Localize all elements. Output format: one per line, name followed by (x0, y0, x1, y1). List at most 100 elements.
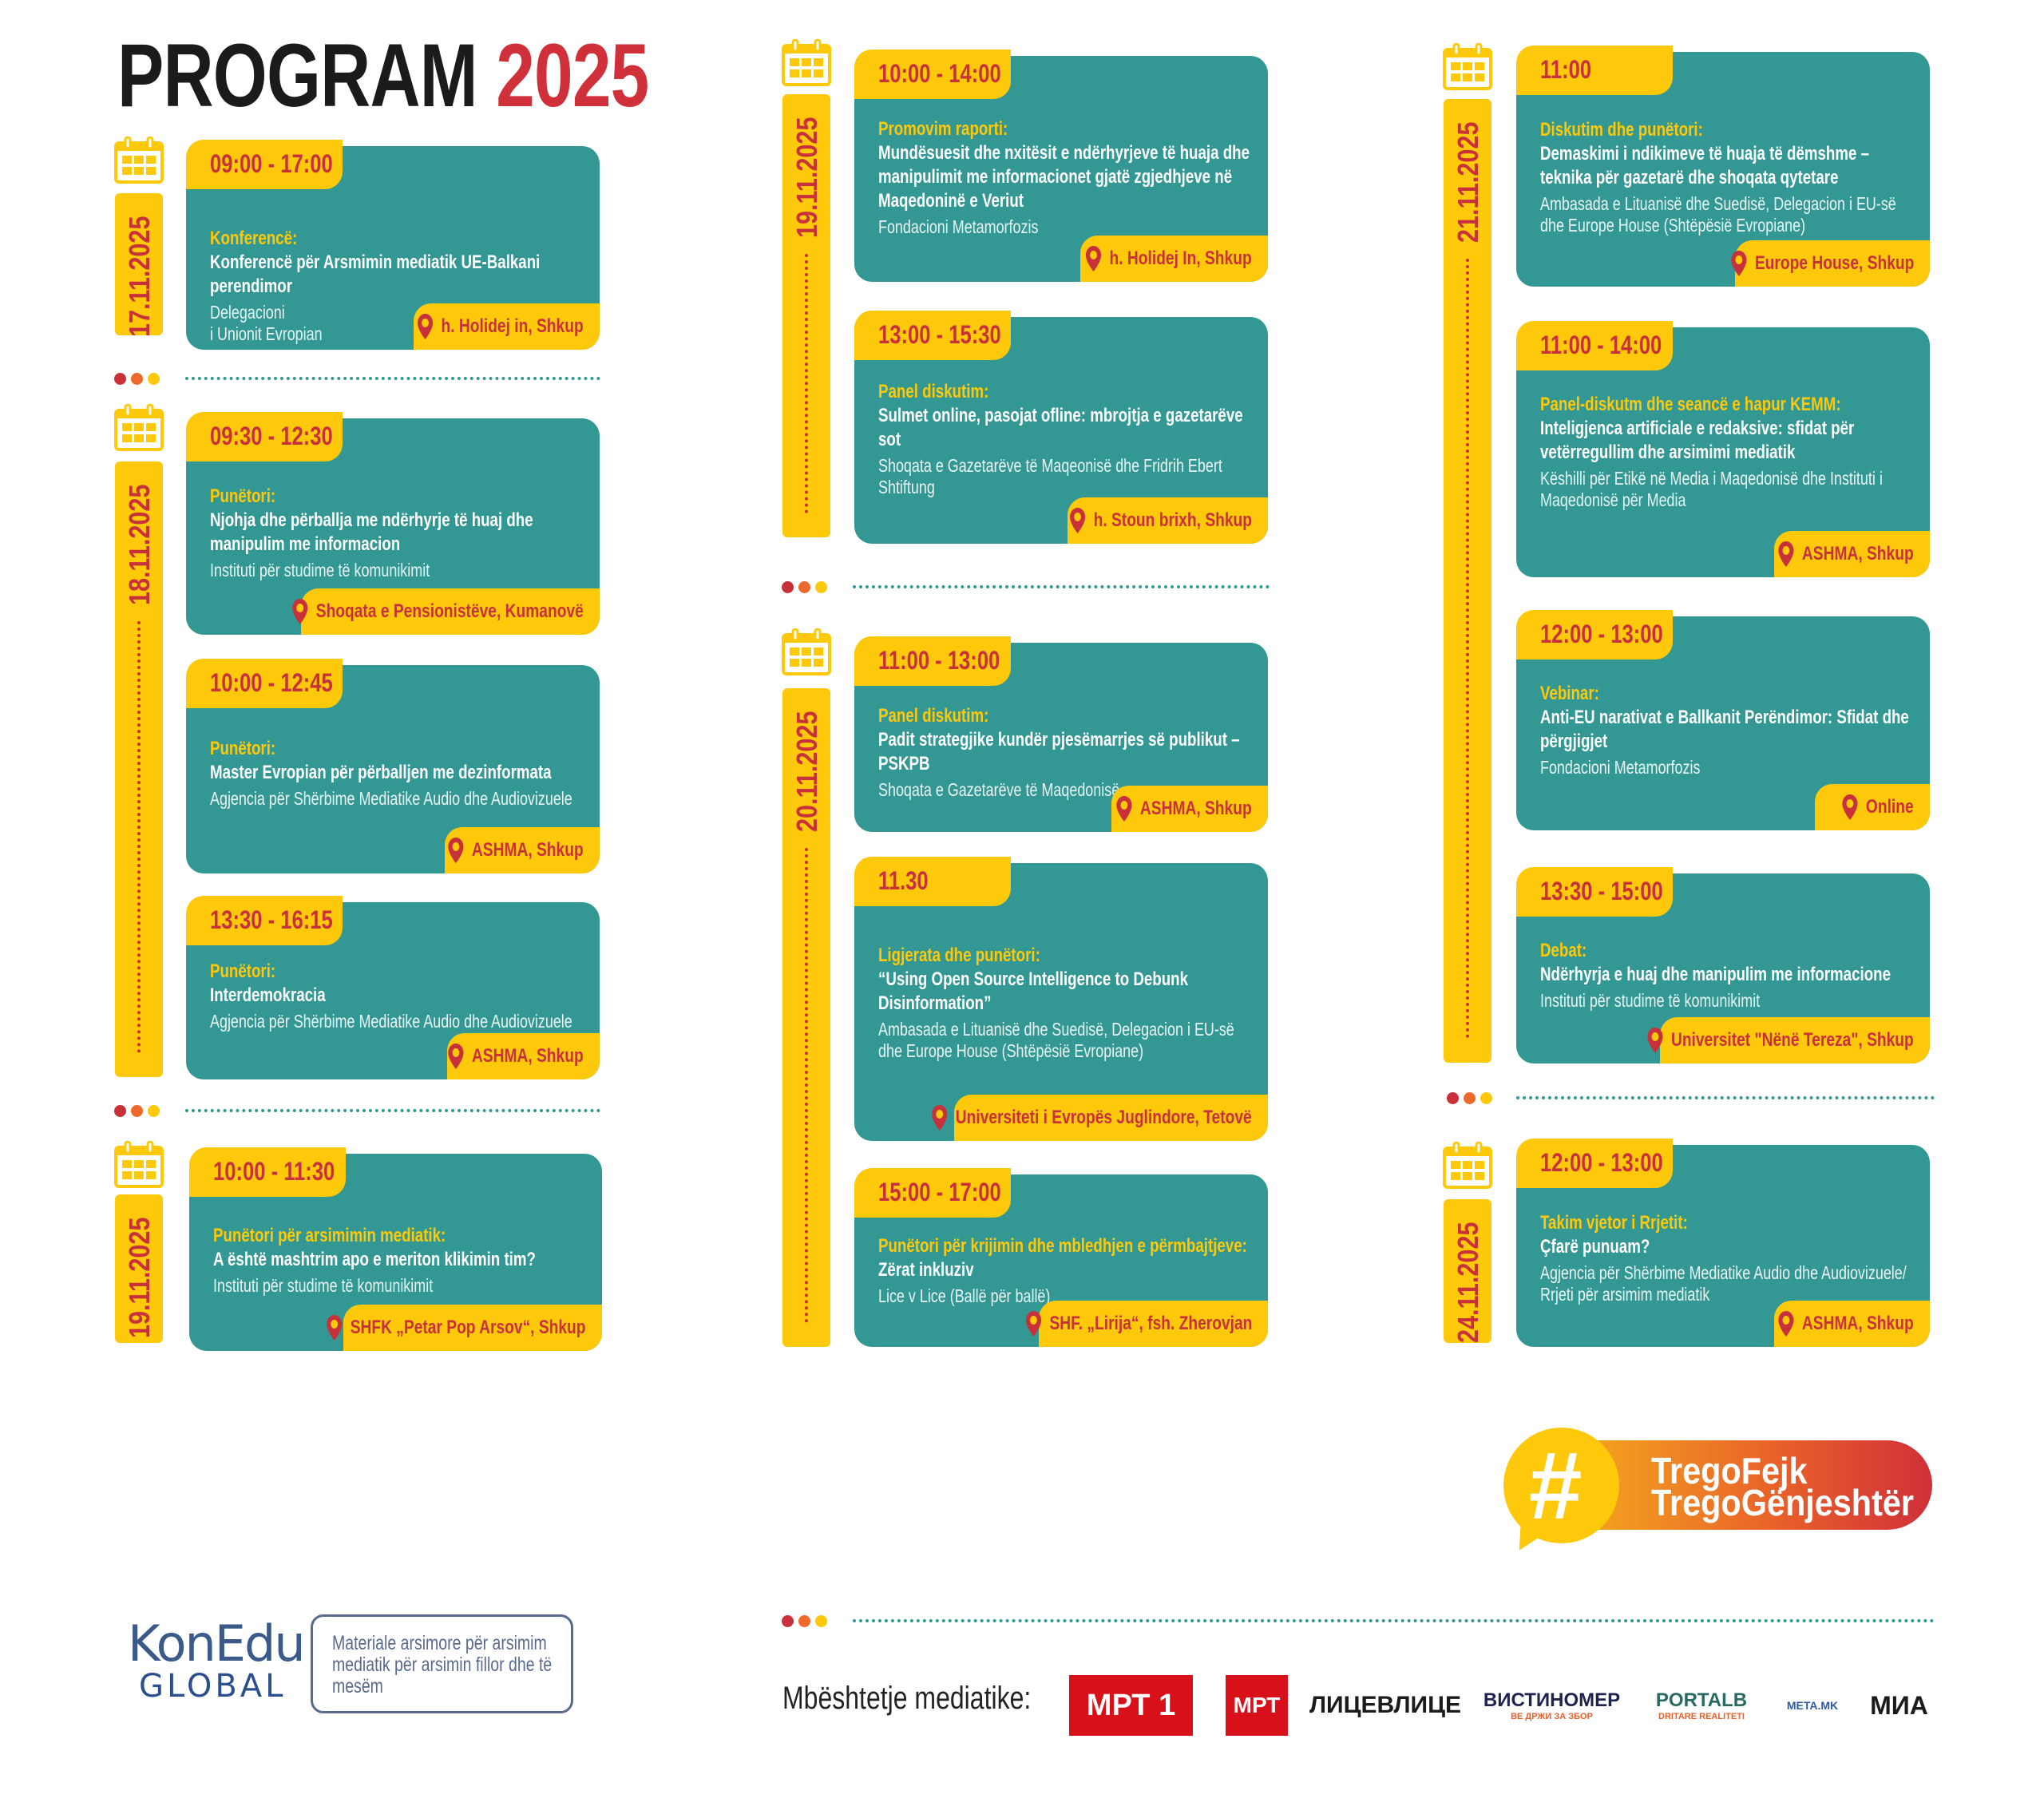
location-text: h. Stoun brixh, Shkup (1093, 509, 1252, 531)
location: h. Holidej in, Shkup (417, 303, 584, 350)
time-tab: 09:30 - 12:30 (186, 412, 343, 461)
partner-logo: ЛИЦЕВЛИЦЕ (1309, 1675, 1461, 1736)
location-badge: h. Stoun brixh, Shkup (1068, 497, 1268, 544)
location-text: h. Holidej In, Shkup (1109, 248, 1252, 269)
event-details: Promovim raporti:Mundësuesit dhe nxitësi… (878, 117, 1252, 238)
calendar-icon (1442, 42, 1493, 95)
date-bar: 18.11.2025 (115, 461, 163, 1077)
event-organizer: Këshilli për Etikë në Media i Maqedonisë… (1540, 468, 1883, 510)
event-organizer: Agjencia për Shërbime Mediatike Audio dh… (1540, 1262, 1907, 1305)
partner-logo-name: МРТ (1233, 1693, 1281, 1717)
event-details: Diskutim dhe punëtori:Demaskimi i ndikim… (1540, 118, 1914, 236)
event-title: Sulmet online, pasojat ofline: mbrojtja … (878, 405, 1243, 450)
event-details: Punëtori për arsimimin mediatik:A është … (213, 1224, 586, 1297)
location-pin-icon (1778, 1310, 1795, 1337)
partner-logo: META.MK (1784, 1675, 1841, 1736)
location: Europe House, Shkup (1730, 240, 1914, 287)
event-time: 10:00 - 11:30 (213, 1157, 335, 1186)
event-organizer: Fondacioni Metamorfozis (1540, 757, 1701, 778)
event-title: Master Evropian për përballjen me dezinf… (210, 762, 552, 783)
event-organizer: Agjencia për Shërbime Mediatike Audio dh… (210, 788, 572, 809)
time-tab: 13:30 - 16:15 (186, 896, 343, 945)
time-tab: 10:00 - 11:30 (189, 1147, 346, 1197)
event-details: Panel-diskutm dhe seancë e hapur KEMM:In… (1540, 393, 1914, 511)
location-badge: SHF. „Lirija“, fsh. Zherovjan (1025, 1301, 1268, 1347)
partner-logo-name: META.MK (1786, 1699, 1839, 1712)
date-label: 21.11.2025 (1452, 121, 1484, 243)
time-tab: 09:00 - 17:00 (186, 140, 343, 189)
time-tab: 11:00 - 13:00 (854, 636, 1011, 686)
location-pin-icon (1085, 245, 1102, 272)
event-type: Punëtori për krijimin dhe mbledhjen e pë… (878, 1235, 1247, 1257)
partner-logo: МИА (1862, 1675, 1936, 1736)
location-text: Europe House, Shkup (1754, 252, 1915, 274)
partner-logo: МРТ 1 (1069, 1675, 1193, 1736)
location: ASHMA, Shkup (1778, 1301, 1914, 1347)
event-title: Ndërhyrja e huaj dhe manipulim me inform… (1540, 964, 1891, 985)
time-tab: 12:00 - 13:00 (1516, 610, 1673, 659)
separator-line (853, 1619, 1935, 1622)
timeline-dots (137, 621, 141, 1053)
location-text: Universiteti i Evropës Juglindore, Tetov… (956, 1107, 1252, 1128)
calendar-icon (113, 136, 164, 188)
event-title: Çfarë punuam? (1540, 1236, 1650, 1258)
location-text: ASHMA, Shkup (1802, 543, 1914, 564)
date-bar: 21.11.2025 (1444, 99, 1491, 1063)
event-type: Ligjerata dhe punëtori: (878, 945, 1040, 966)
time-tab: 12:00 - 13:00 (1516, 1139, 1673, 1188)
separator-dot (1447, 1092, 1459, 1104)
location-badge: ASHMA, Shkup (1111, 786, 1268, 832)
location-badge: Europe House, Shkup (1730, 240, 1930, 287)
timeline-dots (1466, 259, 1469, 1039)
separator-line (185, 1109, 600, 1112)
event-details: Ligjerata dhe punëtori:“Using Open Sourc… (878, 944, 1252, 1062)
event-organizer: Ambasada e Lituanisë dhe Suedisë, Delega… (1540, 193, 1896, 236)
event-details: Vebinar:Anti-EU narativat e Ballkanit Pe… (1540, 682, 1914, 778)
location: Universitet "Nënë Tereza", Shkup (1647, 1017, 1914, 1063)
separator-line (1516, 1096, 1935, 1099)
separator-dot (148, 1105, 160, 1117)
hashtag-line1: TregoFejk (1651, 1450, 1808, 1491)
event-title: Mundësuesit dhe nxitësit e ndërhyrjeve t… (878, 142, 1250, 212)
event-organizer: Instituti për studime të komunikimit (1540, 990, 1761, 1011)
event-type: Punëtori: (210, 738, 276, 759)
partner-logo-name: ЛИЦЕВЛИЦЕ (1309, 1692, 1461, 1718)
date-bar: 19.11.2025 (115, 1194, 163, 1343)
location: SHF. „Lirija“, fsh. Zherovjan (1025, 1301, 1252, 1347)
location-pin-icon (1116, 795, 1133, 822)
event-title: Njohja dhe përballja me ndërhyrje të hua… (210, 509, 533, 555)
location-pin-icon (1842, 794, 1859, 821)
time-tab: 11.30 (854, 857, 1011, 906)
location: ASHMA, Shkup (1116, 786, 1252, 832)
event-time: 11.30 (878, 866, 929, 895)
location: Shoqata e Pensionistëve, Kumanovë (292, 588, 584, 635)
event-time: 09:30 - 12:30 (210, 422, 333, 450)
event-time: 10:00 - 14:00 (878, 59, 1001, 88)
event-title: Anti-EU narativat e Ballkanit Perëndimor… (1540, 707, 1909, 752)
calendar-icon (113, 1140, 164, 1193)
event-title: Zërat inkluziv (878, 1259, 974, 1281)
date-bar: 20.11.2025 (782, 688, 830, 1347)
event-type: Punëtori: (210, 960, 276, 982)
location: Universiteti i Evropës Juglindore, Tetov… (932, 1095, 1252, 1141)
calendar-icon (113, 403, 164, 456)
partner-logo-name: PORTALB (1655, 1689, 1748, 1711)
konedu-logo-text: KonEdu (128, 1614, 306, 1673)
event-details: Debat:Ndërhyrja e huaj dhe manipulim me … (1540, 939, 1914, 1012)
separator-dot (1480, 1092, 1492, 1104)
hash-icon: # (1527, 1432, 1581, 1539)
time-tab: 11:00 (1516, 46, 1673, 95)
location-text: h. Holidej in, Shkup (441, 315, 584, 337)
location-pin-icon (1025, 1310, 1042, 1337)
separator-dot (782, 581, 794, 593)
partner-logo: МРТ (1226, 1675, 1288, 1736)
location-badge: h. Holidej In, Shkup (1080, 236, 1268, 282)
separator-dot (815, 1615, 827, 1627)
separator-dot (798, 1615, 810, 1627)
